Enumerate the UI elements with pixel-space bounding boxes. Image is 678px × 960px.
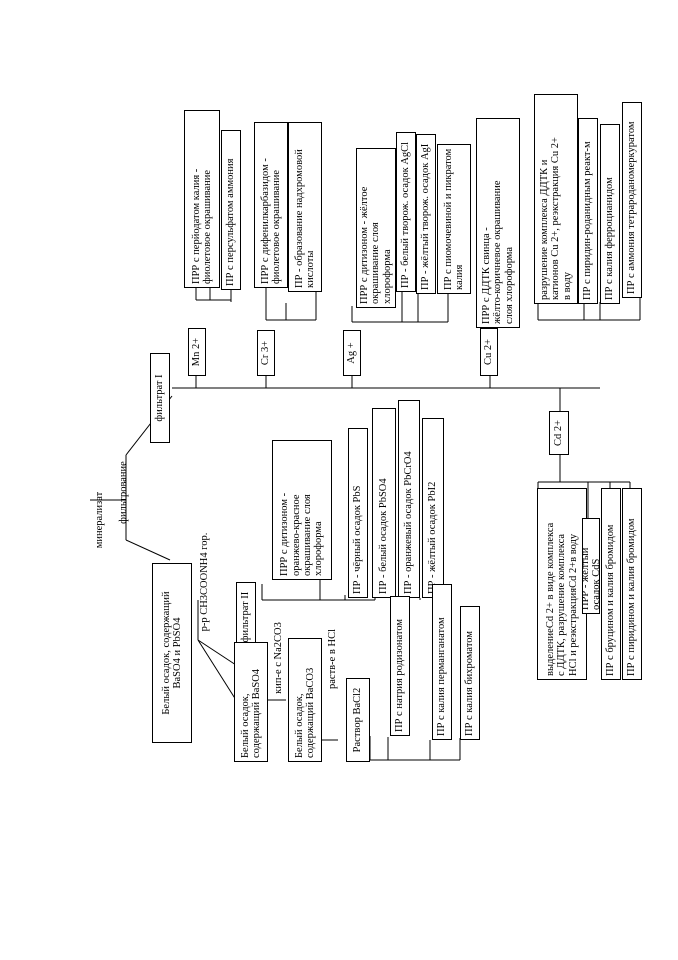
cd-reaction-cds: ПРР - жёлтый осадок CdS — [582, 518, 600, 614]
filtrat-1-box: фильтрат I — [150, 353, 170, 443]
cd-reaction-brucine: ПР с бруцином и калия бромидом — [601, 488, 621, 680]
acetate-solution-label: р-р CH3COONH4 гор. — [199, 532, 211, 632]
pb-reaction-pbso4: ПР - белый осадок PbSO4 — [372, 408, 396, 598]
cd-reaction-pyridine-bromide: ПР с пиридином и калия бромидом — [622, 488, 642, 680]
pb-reaction-dithizone: ПРР с дитизоном - оранжево-красное окраш… — [272, 440, 332, 580]
ag-reaction-thiourea: ПР с пиомочевиной и пикратом калия — [437, 144, 471, 294]
white-precipitate-box: Белый осадок, содержащий BaSO4 и PbSO4 — [152, 563, 192, 743]
ba-reaction-bichromate: ПР с калия бихроматом — [460, 606, 480, 740]
pb-reaction-pbs: ПР - чёрный осадок PbS — [348, 428, 368, 598]
ag-reaction-dithizone: ПРР с дитизоном - жёлтое окрашивание сло… — [356, 148, 396, 308]
ag-reaction-agcl: ПР - белый творож. осадок AgCl — [396, 132, 416, 292]
boiling-na2co3-label: кип-е с Na2CO3 — [273, 622, 285, 694]
cr-reaction-diphenylcarbazide: ПРР с дифенилкарбазидом - фиолетовое окр… — [254, 122, 288, 288]
mn-reaction-periodate: ПРР с перйодатом калия - фиолетовое окра… — [184, 110, 220, 288]
cu-ion-box: Cu 2+ — [480, 328, 498, 376]
cu-reaction-ferrocyanide: ПР с калия ферроцианидом — [600, 124, 620, 304]
ba-reaction-permanganate: ПР с калия перманганатом — [432, 584, 452, 740]
mn-reaction-persulfate: ПР с персульфатом аммония — [221, 130, 241, 290]
pb-reaction-pbcro4: ПР - оранжевый осадок PbCrO4 — [398, 400, 420, 598]
baso4-precipitate-box: Белый осадок, содержащий BaSO4 — [234, 642, 268, 762]
bacl2-solution-box: Раствор BaCl2 — [346, 678, 370, 762]
baco3-precipitate-box: Белый осадок, содержащий BaCO3 — [288, 638, 322, 762]
ba-reaction-rhodizonate: ПР с натрия родизонатом — [390, 596, 410, 736]
dissolving-hcl-label: раств-е в HCl — [327, 629, 339, 689]
cu-reaction-tetrarhodanomercurate: ПР с аммония тетрароданомеркуратом — [622, 102, 642, 298]
filtering-label: фильтрование — [118, 461, 130, 524]
ag-ion-box: Ag + — [343, 330, 361, 376]
ag-reaction-agi: ПР - жёлтый творож. осадок AgI — [416, 134, 436, 294]
cu-reaction-ddtk: ПРР с ДДТК свинца - жёлто-коричневое окр… — [476, 118, 520, 328]
cr-ion-box: Cr 3+ — [257, 330, 275, 376]
pb-reaction-pbi2: ПР - жёлтый осадок PbI2 — [422, 418, 444, 598]
cd-ion-box: Cd 2+ — [549, 411, 569, 455]
mn-ion-box: Mn 2+ — [188, 328, 206, 376]
cu-reaction-pyridine-rhodanide: ПР с пиридин-роданидным реакт-м — [578, 118, 598, 304]
cr-reaction-perchromic: ПР - образование надхромовой кислоты — [288, 122, 322, 292]
cu-reaction-reextraction: разрушение комплекса ДДТК и катионов Cu … — [534, 94, 578, 304]
mineralizat-label: минерализат — [94, 491, 106, 549]
cd-reaction-extraction: выделениеCd 2+ в виде комплекса с ДДТК, … — [537, 488, 587, 680]
